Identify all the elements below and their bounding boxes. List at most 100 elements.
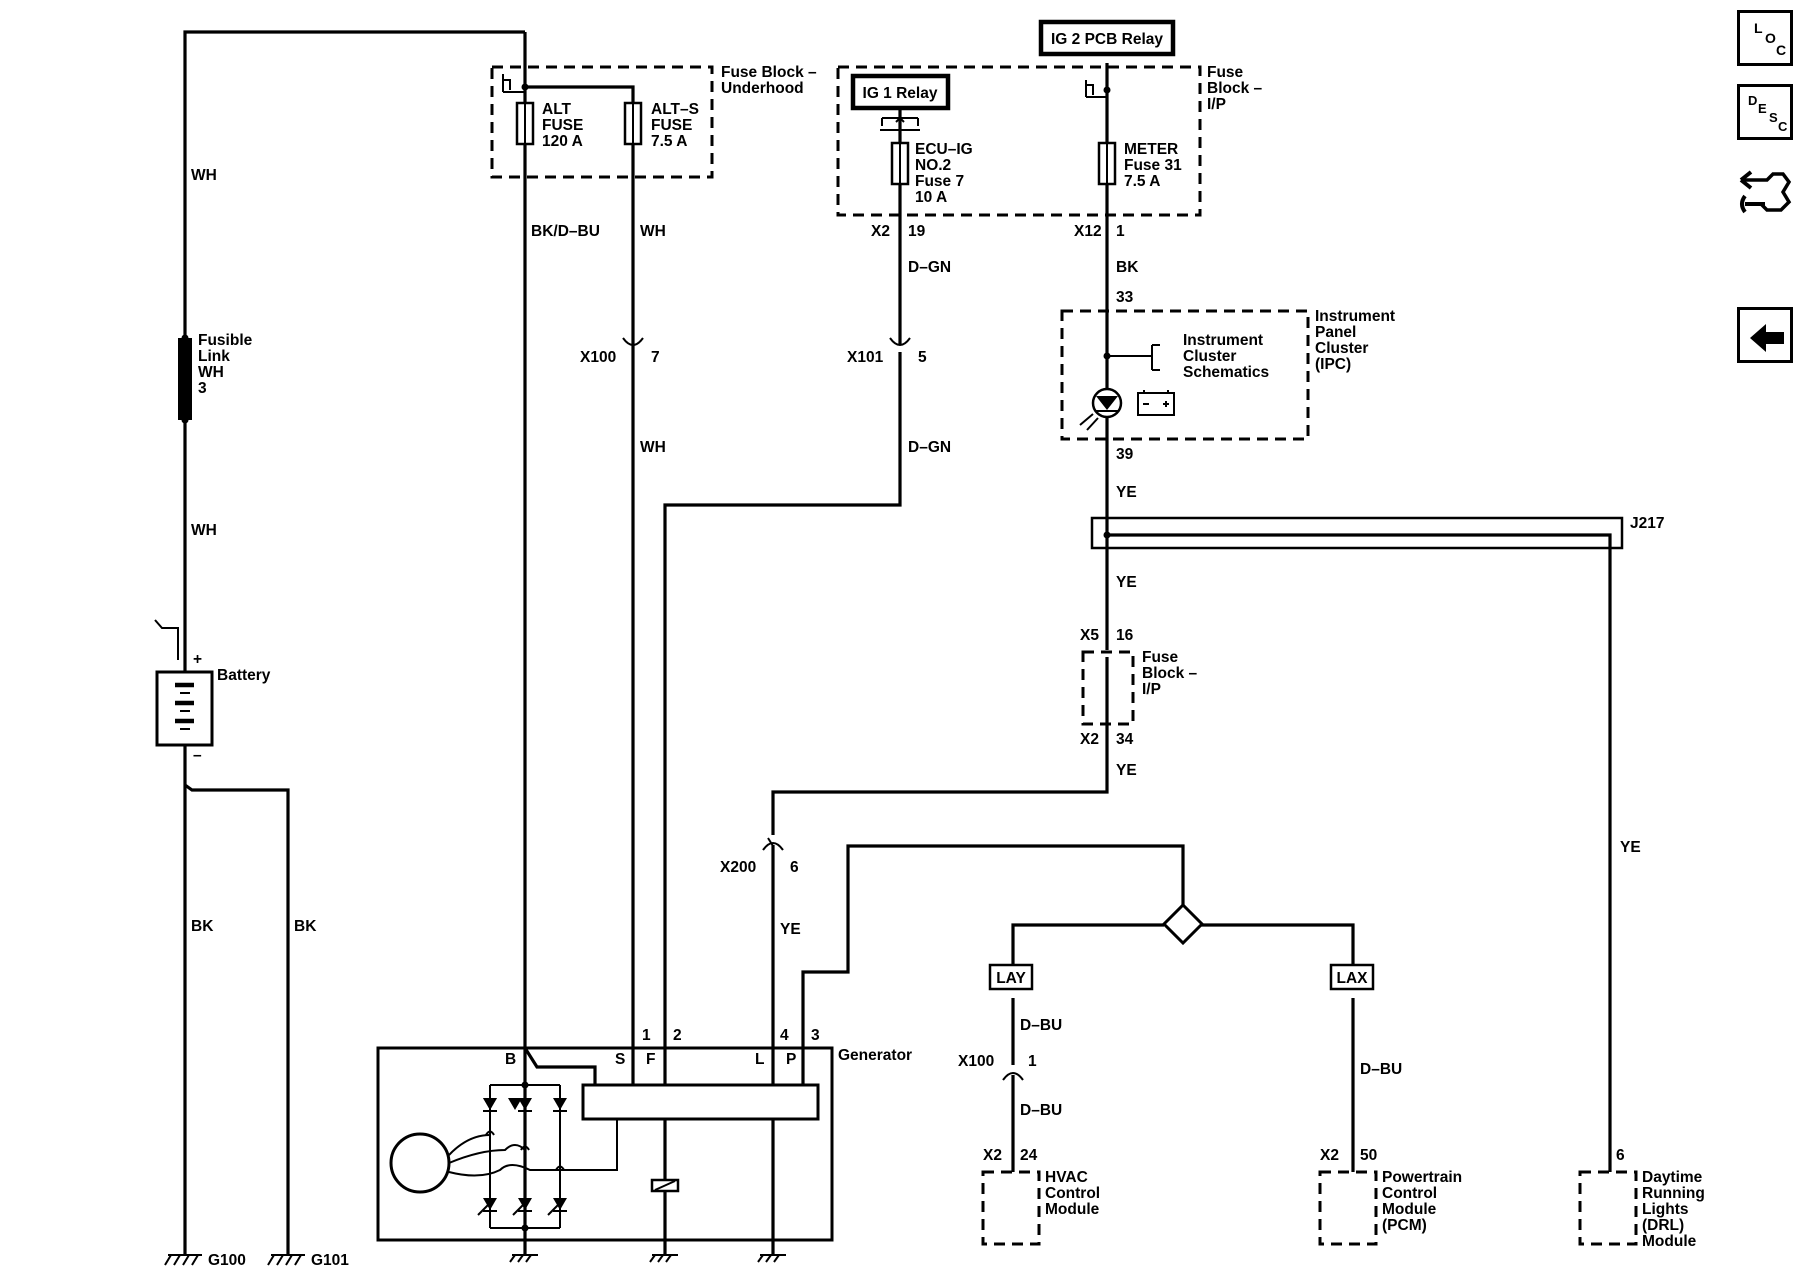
generator: Generator B S F L P 1 2 4 3: [376, 1027, 912, 1255]
svg-text:Instrument: Instrument: [1315, 308, 1395, 325]
svg-text:10 A: 10 A: [915, 189, 947, 206]
svg-text:16: 16: [1116, 627, 1134, 644]
ground-gen: [509, 1254, 786, 1263]
svg-text:FUSE: FUSE: [651, 117, 692, 134]
svg-text:S: S: [615, 1051, 625, 1068]
voltage-regulator: [581, 1083, 820, 1121]
svg-text:(DRL): (DRL): [1642, 1217, 1684, 1234]
svg-text:D–BU: D–BU: [1360, 1061, 1402, 1078]
battery: + – Battery: [154, 619, 271, 764]
drl-module: 6 Daytime Running Lights (DRL) Module: [1578, 1147, 1705, 1250]
fusible-link: Fusible Link WH 3: [178, 332, 253, 424]
svg-text:Module: Module: [1642, 1233, 1697, 1250]
svg-text:IG 1 Relay: IG 1 Relay: [863, 85, 938, 102]
svg-text:BK: BK: [191, 918, 214, 935]
svg-text:YE: YE: [1116, 574, 1137, 591]
svg-text:Battery: Battery: [217, 667, 271, 684]
svg-text:24: 24: [1020, 1147, 1038, 1164]
svg-text:L: L: [755, 1051, 764, 1068]
svg-text:Fuse 31: Fuse 31: [1124, 157, 1182, 174]
svg-text:WH: WH: [191, 522, 217, 539]
svg-text:5: 5: [918, 349, 927, 366]
svg-text:Lights: Lights: [1642, 1201, 1689, 1218]
desc-icon: D E S C: [1748, 93, 1788, 134]
svg-text:Running: Running: [1642, 1185, 1705, 1202]
svg-text:Block –: Block –: [1207, 80, 1263, 97]
back-button[interactable]: [1737, 307, 1793, 363]
svg-text:LAY: LAY: [996, 970, 1026, 987]
svg-text:Fuse: Fuse: [1207, 64, 1244, 81]
connector-view-button[interactable]: [1737, 158, 1793, 220]
svg-text:ALT: ALT: [542, 101, 572, 118]
svg-text:Fuse: Fuse: [1142, 649, 1179, 666]
connector-x200: X200 6: [720, 837, 799, 876]
powertrain-control-module: X2 50 Powertrain Control Module (PCM): [1318, 1147, 1462, 1246]
wiring: [183, 30, 1612, 1255]
svg-text:2: 2: [673, 1027, 682, 1044]
svg-text:WH: WH: [191, 167, 217, 184]
svg-text:D–GN: D–GN: [908, 439, 951, 456]
svg-text:6: 6: [790, 859, 799, 876]
svg-text:50: 50: [1360, 1147, 1377, 1164]
svg-text:LAX: LAX: [1337, 970, 1369, 987]
back-arrow-icon: [1750, 324, 1784, 352]
stator-coil: [389, 1132, 451, 1194]
svg-text:C: C: [1778, 119, 1788, 134]
svg-text:I/P: I/P: [1207, 96, 1226, 113]
svg-text:F: F: [646, 1051, 655, 1068]
svg-text:33: 33: [1116, 289, 1134, 306]
svg-text:WH: WH: [640, 439, 666, 456]
ground-g101: G101: [267, 1252, 349, 1269]
location-button[interactable]: L O C: [1737, 10, 1793, 66]
connector-x100-top: X100 7: [580, 337, 660, 366]
svg-text:7.5 A: 7.5 A: [1124, 173, 1160, 190]
svg-text:34: 34: [1116, 731, 1134, 748]
svg-text:3: 3: [811, 1027, 820, 1044]
svg-text:I/P: I/P: [1142, 681, 1161, 698]
data-link-splice: [1161, 902, 1205, 946]
svg-text:4: 4: [780, 1027, 789, 1044]
svg-text:Fuse Block –: Fuse Block –: [721, 64, 817, 81]
svg-text:Module: Module: [1382, 1201, 1437, 1218]
svg-text:1: 1: [642, 1027, 651, 1044]
svg-text:X100: X100: [580, 349, 616, 366]
svg-text:X2: X2: [1320, 1147, 1339, 1164]
svg-text:1: 1: [1116, 223, 1125, 240]
svg-text:J217: J217: [1630, 515, 1664, 532]
svg-text:METER: METER: [1124, 141, 1178, 158]
svg-text:39: 39: [1116, 446, 1134, 463]
svg-text:Powertrain: Powertrain: [1382, 1169, 1462, 1186]
svg-text:WH: WH: [198, 364, 224, 381]
svg-text:BK: BK: [294, 918, 317, 935]
svg-text:YE: YE: [1116, 484, 1137, 501]
svg-text:Generator: Generator: [838, 1047, 912, 1064]
description-button[interactable]: D E S C: [1737, 84, 1793, 140]
svg-text:Fusible: Fusible: [198, 332, 253, 349]
svg-text:Underhood: Underhood: [721, 80, 804, 97]
svg-text:G100: G100: [208, 1252, 246, 1269]
svg-text:S: S: [1769, 110, 1778, 125]
svg-text:Panel: Panel: [1315, 324, 1356, 341]
svg-text:6: 6: [1616, 1147, 1625, 1164]
svg-text:YE: YE: [780, 921, 801, 938]
svg-text:IG 2 PCB Relay: IG 2 PCB Relay: [1051, 31, 1163, 48]
svg-text:B: B: [505, 1051, 516, 1068]
lax-label: LAX: [1329, 963, 1375, 991]
svg-text:X200: X200: [720, 859, 756, 876]
svg-text:X101: X101: [847, 349, 884, 366]
fuse-block-ip-lower: X5 16 Fuse Block – I/P X2 34: [1080, 627, 1198, 748]
ig1-relay: IG 1 Relay: [850, 73, 951, 111]
ground-g100: G100: [164, 1252, 246, 1269]
svg-text:P: P: [786, 1051, 796, 1068]
instrument-panel-cluster: Instrument Panel Cluster (IPC) Instrumen…: [1060, 308, 1395, 441]
svg-text:Control: Control: [1045, 1185, 1100, 1202]
svg-text:D: D: [1748, 93, 1757, 108]
svg-text:Daytime: Daytime: [1642, 1169, 1703, 1186]
svg-text:Control: Control: [1382, 1185, 1437, 1202]
svg-text:C: C: [1776, 42, 1786, 58]
svg-text:X100: X100: [958, 1053, 994, 1070]
fuse-block-underhood: Fuse Block – Underhood ALT FUSE 120 A AL…: [490, 64, 817, 179]
svg-text:7.5 A: 7.5 A: [651, 133, 687, 150]
svg-text:Link: Link: [198, 348, 230, 365]
